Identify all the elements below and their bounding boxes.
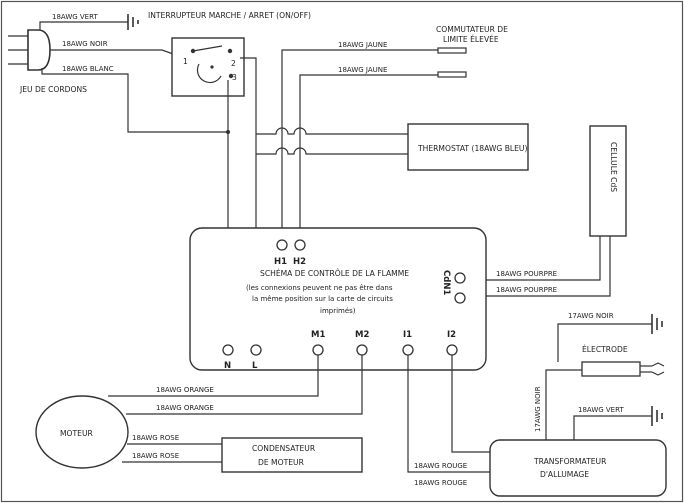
wire-yellow-2 xyxy=(299,74,438,245)
terminal-l-label: L xyxy=(252,361,258,371)
cds-cell-box xyxy=(589,125,627,237)
wire-label-jaune-2: 18AWG JAUNE xyxy=(338,66,387,74)
transformer-label-1: TRANSFORMATEUR xyxy=(533,457,607,466)
wire-purple-2 xyxy=(466,236,611,297)
wire-orange-1 xyxy=(108,355,319,397)
plug-icon xyxy=(8,29,51,71)
wire-label-blanc: 18AWG BLANC xyxy=(62,65,114,73)
capacitor-label-1: CONDENSATEUR xyxy=(252,444,316,453)
wire-label-jaune-1: 18AWG JAUNE xyxy=(338,41,387,49)
limit-switch-label-2: LIMITE ÉLEVÉE xyxy=(443,35,499,44)
wire-label-vert-bottom: 18AWG VERT xyxy=(578,406,624,414)
thermostat-wires xyxy=(256,127,408,155)
wire-label-noir-top: 18AWG NOIR xyxy=(62,40,108,48)
limit-switch-icon xyxy=(437,47,467,78)
capacitor-label-2: DE MOTEUR xyxy=(258,458,305,467)
wire-label-orange-2: 18AWG ORANGE xyxy=(156,404,214,412)
wire-green-top xyxy=(39,21,128,30)
wire-purple-1 xyxy=(466,236,601,281)
terminal-i2-label: I2 xyxy=(447,330,456,340)
switch-box xyxy=(171,37,245,97)
junction-dot xyxy=(226,130,230,134)
cord-set-label: JEU DE CORDONS xyxy=(19,85,87,94)
terminal-cdn1-label: CdN1 xyxy=(441,270,451,295)
wire-label-orange-1: 18AWG ORANGE xyxy=(156,386,214,394)
control-note-1: (les connexions peuvent ne pas être dans xyxy=(246,284,393,292)
terminal-m2 xyxy=(356,344,368,356)
wire-label-pourpre-2: 18AWG POURPRE xyxy=(496,286,557,294)
switch-terminal-1: 1 xyxy=(183,57,188,66)
terminal-h2-label: H2 xyxy=(293,257,306,267)
wire-green-bottom xyxy=(573,415,652,440)
terminal-h1 xyxy=(276,239,288,251)
terminal-i1 xyxy=(402,344,414,356)
wire-label-rose-2: 18AWG ROSE xyxy=(132,452,179,460)
electrode-label: ÉLECTRODE xyxy=(582,345,628,354)
switch-terminal-2: 2 xyxy=(231,59,236,68)
wire-white xyxy=(41,68,228,133)
wire-label-noir-17-vertical: 17AWG NOIR xyxy=(534,386,542,432)
terminal-m2-label: M2 xyxy=(355,330,369,340)
control-note-2: la même position sur la carte de circuit… xyxy=(252,295,393,303)
wire-black-17 xyxy=(557,323,652,362)
wire-yellow-1 xyxy=(281,49,438,245)
transformer-box xyxy=(489,439,667,497)
terminal-h2 xyxy=(294,239,306,251)
wire-red-1 xyxy=(407,355,490,473)
control-title: SCHÉMA DE CONTRÔLE DE LA FLAMME xyxy=(260,269,409,278)
flame-control-board xyxy=(189,227,487,371)
terminal-i2 xyxy=(446,344,458,356)
wire-label-rouge-2: 18AWG ROUGE xyxy=(414,479,467,487)
thermostat-label: THERMOSTAT (18AWG BLEU) xyxy=(417,144,527,153)
switch-label: INTERRUPTEUR MARCHE / ARRET (ON/OFF) xyxy=(148,11,311,20)
wire-label-pourpre-1: 18AWG POURPRE xyxy=(496,270,557,278)
wire-black-17-vertical xyxy=(545,369,582,440)
motor-label: MOTEUR xyxy=(60,429,94,438)
terminal-n-label: N xyxy=(224,361,231,371)
thermostat-box xyxy=(407,123,529,171)
motor-circle xyxy=(35,395,129,469)
limit-switch-label-1: COMMUTATEUR DE xyxy=(436,25,508,34)
terminal-m1-label: M1 xyxy=(311,330,325,340)
terminal-cdn1-b xyxy=(454,292,466,304)
cds-cell-label: CELLULE CdS xyxy=(609,142,618,192)
ground-icon-bottom xyxy=(651,406,663,426)
ground-icon xyxy=(127,14,139,30)
capacitor-box xyxy=(221,437,363,473)
electrode-icon xyxy=(581,361,665,377)
wire-label-noir-17: 17AWG NOIR xyxy=(568,312,614,320)
wire-red-2 xyxy=(451,355,490,453)
wire-label-vert-top: 18AWG VERT xyxy=(52,13,98,21)
wire-switch-to-l xyxy=(240,57,257,136)
terminal-i1-label: I1 xyxy=(403,330,412,340)
terminal-m1 xyxy=(312,344,324,356)
terminal-h1-label: H1 xyxy=(274,257,287,267)
transformer-label-2: D'ALLUMAGE xyxy=(540,470,589,479)
switch-contact-icon xyxy=(190,45,234,84)
wire-label-rouge-1: 18AWG ROUGE xyxy=(414,462,467,470)
wire-label-rose-1: 18AWG ROSE xyxy=(132,434,179,442)
switch-terminal-3: 3 xyxy=(232,73,237,82)
terminal-l xyxy=(250,344,262,356)
control-note-3: imprimés) xyxy=(320,307,356,315)
terminal-cdn1-a xyxy=(454,272,466,284)
ground-icon-right xyxy=(651,314,663,334)
wire-orange-2 xyxy=(126,355,363,415)
terminal-n xyxy=(222,344,234,356)
